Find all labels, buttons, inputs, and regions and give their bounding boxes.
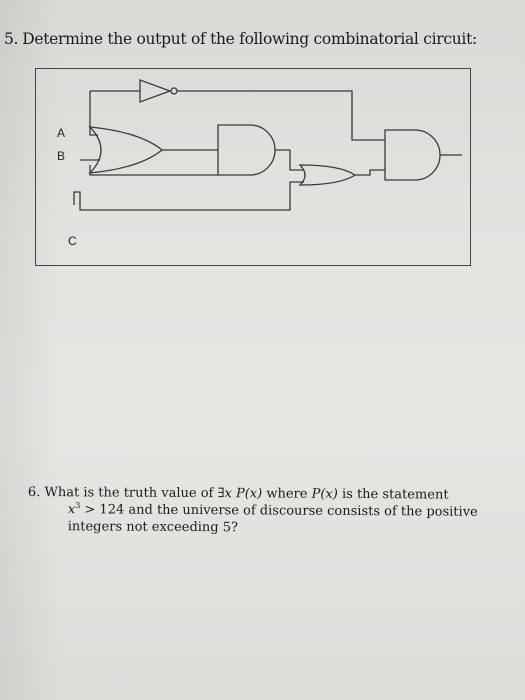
input-label-a: A: [57, 126, 66, 140]
quantified-expression: ∃x P(x): [217, 486, 263, 502]
circuit-diagram-frame: [35, 68, 471, 266]
question-5: 5.Determine the output of the following …: [4, 30, 477, 48]
question-5-number: 5.: [4, 30, 19, 48]
question-6-expr-rest: > 124 and the universe of discourse cons…: [84, 502, 478, 520]
question-6-line-1: 6. What is the truth value of ∃x P(x) wh…: [28, 485, 449, 503]
input-label-b: B: [57, 149, 66, 163]
circuit-wires: [73, 90, 462, 211]
page-shadow: [0, 0, 60, 700]
predicate: P(x): [311, 486, 338, 502]
question-6-number: 6.: [27, 485, 41, 501]
input-label-c: C: [68, 234, 77, 248]
question-5-text: Determine the output of the following co…: [22, 30, 477, 48]
question-6: 6. What is the truth value of ∃x P(x) wh…: [28, 485, 490, 538]
or-gate-1: [88, 126, 164, 174]
and-gate-2: [384, 129, 441, 181]
question-6-line-3: integers not exceeding 5?: [67, 519, 239, 536]
question-6-text-a: What is the truth value of: [44, 485, 214, 502]
expr-exponent: 3: [75, 500, 81, 510]
and-gate-1: [217, 124, 276, 176]
not-gate: [139, 79, 178, 103]
question-6-text-c: is the statement: [341, 486, 449, 503]
or-gate-2: [298, 164, 357, 186]
question-6-text-b: where: [266, 486, 308, 502]
